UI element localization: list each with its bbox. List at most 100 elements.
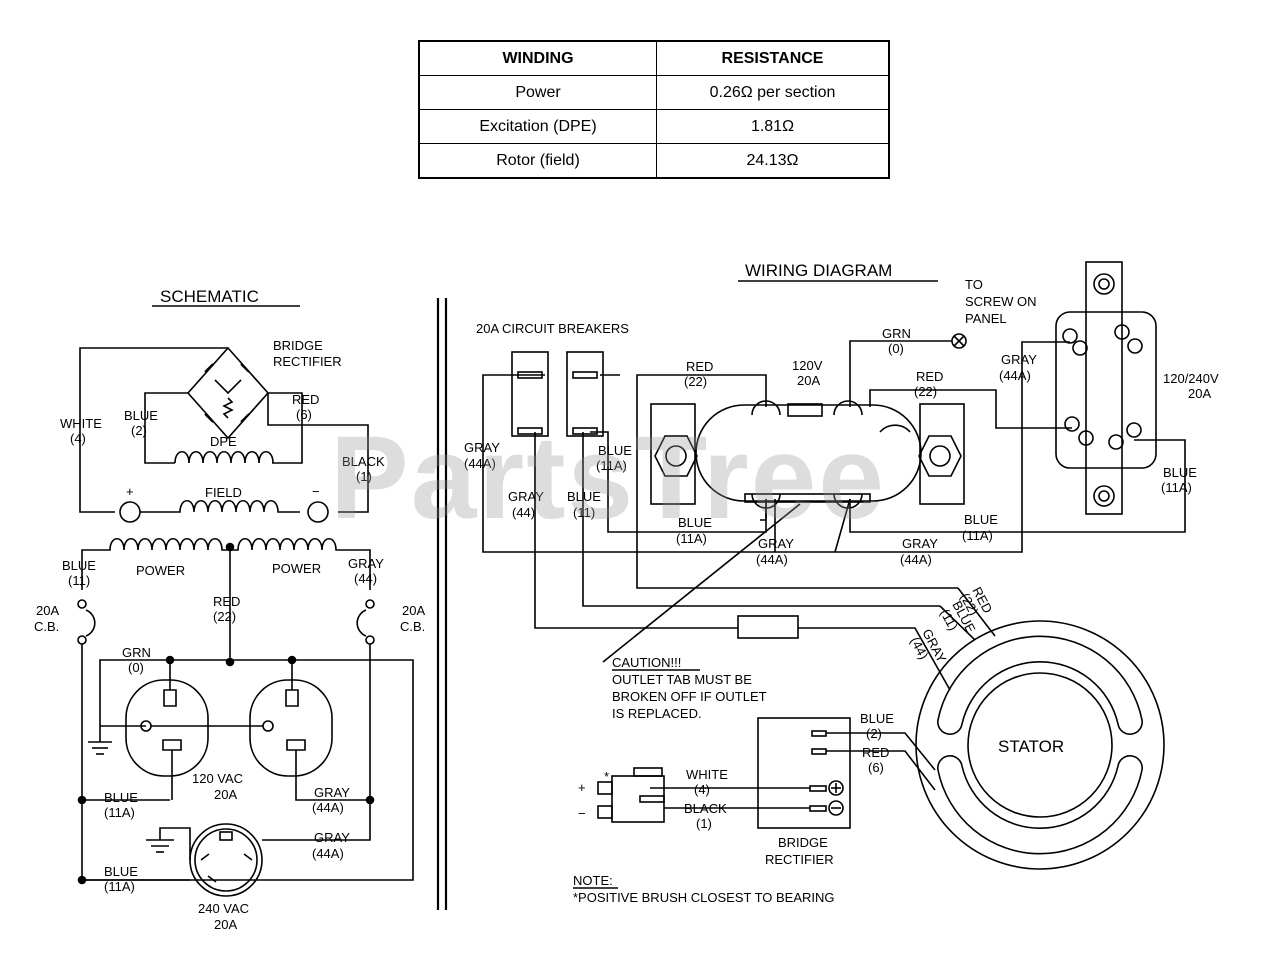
- breakers-label: 20A CIRCUIT BREAKERS: [476, 321, 629, 336]
- wire: [295, 750, 300, 801]
- note-text: *POSITIVE BRUSH CLOSEST TO BEARING: [573, 890, 835, 905]
- red-wire-label: RED: [862, 745, 889, 760]
- wire: [354, 549, 371, 590]
- blue-wire-label: (11A): [676, 531, 707, 546]
- wire: [760, 499, 767, 521]
- plus-sign: +: [126, 484, 134, 499]
- outlet-rating-label: 20A: [1188, 386, 1211, 401]
- bridge-rectifier-box: [757, 717, 851, 829]
- star-mark: *: [604, 769, 609, 784]
- field-label: FIELD: [205, 485, 242, 500]
- blue-wire-label: BLUE: [964, 512, 998, 527]
- duplex-outlet-120v: [650, 400, 965, 509]
- white-wire-label: WHITE: [60, 416, 102, 431]
- circuit-breaker-2: [566, 351, 604, 437]
- blue-wire-label: BLUE: [860, 711, 894, 726]
- blue-wire-label: BLUE: [678, 515, 712, 530]
- cb-label: 20A: [402, 603, 425, 618]
- blue-wire-label: BLUE: [1163, 465, 1197, 480]
- cb-label: C.B.: [400, 619, 425, 634]
- wiring-title: WIRING DIAGRAM: [745, 261, 892, 280]
- blue-wire-label: BLUE: [104, 790, 138, 805]
- circuit-breaker-left: [77, 599, 96, 645]
- note-title: NOTE:: [573, 873, 613, 888]
- black-wire-label: BLACK: [342, 454, 385, 469]
- wire: [267, 393, 369, 513]
- outlet-120v-left: [125, 660, 209, 777]
- table-cell: Excitation (DPE): [418, 109, 657, 144]
- wire: [939, 605, 976, 641]
- blue-wire-label: BLUE: [104, 864, 138, 879]
- wire: [534, 432, 738, 629]
- outlet-240v: [189, 823, 263, 897]
- caution-label: CAUTION!!!: [612, 655, 681, 670]
- minus-sign: −: [312, 484, 320, 499]
- gray-wire-label: (44): [512, 505, 535, 520]
- red-wire-label: (6): [296, 407, 312, 422]
- winding-resistance-table: WINDING RESISTANCE Power 0.26Ω per secti…: [418, 40, 890, 179]
- gray-wire-label: (44A): [900, 552, 932, 567]
- wire: [159, 827, 191, 860]
- caution-text: OUTLET TAB MUST BE: [612, 672, 752, 687]
- wire: [849, 340, 952, 407]
- red-wire-label: (6): [868, 760, 884, 775]
- table-row: Power 0.26Ω per section: [418, 75, 890, 110]
- dpe-coil: [174, 450, 274, 464]
- wire: [590, 431, 767, 533]
- wiring-section: WIRING DIAGRAM 20A CIRCUIT BREAKERS: [464, 261, 1219, 905]
- red-wire-label: RED: [686, 359, 713, 374]
- blue-wire-label: (11A): [1161, 480, 1192, 495]
- white-wire-label: WHITE: [686, 767, 728, 782]
- wire: [268, 392, 303, 464]
- gray-wire-label: GRAY: [464, 440, 500, 455]
- wire: [957, 587, 996, 637]
- bridge-rectifier-label: BRIDGE: [273, 338, 323, 353]
- grn-label: (0): [128, 660, 144, 675]
- gray-wire-label: (44A): [464, 456, 496, 471]
- power-coil-right: [230, 537, 354, 551]
- grn-label: (0): [888, 341, 904, 356]
- wire: [636, 374, 958, 589]
- schematic-title: SCHEMATIC: [160, 287, 259, 306]
- stator-label: STATOR: [998, 737, 1064, 756]
- power-label: POWER: [272, 561, 321, 576]
- to-screw-label: SCREW ON: [965, 294, 1037, 309]
- wire: [869, 389, 1072, 429]
- blue-wire-label: (11A): [104, 879, 135, 894]
- junction-dot: [365, 795, 375, 805]
- table-cell: Rotor (field): [418, 143, 657, 179]
- black-wire-label: (1): [696, 816, 712, 831]
- blue-wire-label: BLUE: [124, 408, 158, 423]
- wire: [834, 498, 851, 553]
- black-wire-label: BLACK: [684, 801, 727, 816]
- red-wire-label: RED: [213, 594, 240, 609]
- outlet-120v-right: [249, 660, 333, 777]
- wire: [81, 644, 414, 881]
- minus-sign: −: [578, 806, 586, 821]
- gray-wire-label: GRAY: [1001, 352, 1037, 367]
- to-screw-label: PANEL: [965, 311, 1007, 326]
- table-header: RESISTANCE: [656, 40, 890, 76]
- field-coil: [140, 499, 300, 513]
- ground-icon: [146, 839, 174, 853]
- wire: [144, 392, 188, 464]
- power-coil-left: [105, 537, 230, 551]
- table-header-row: WINDING RESISTANCE: [418, 40, 890, 76]
- bridge-label: BRIDGE: [778, 835, 828, 850]
- stator-symbol: [915, 620, 1165, 870]
- bridge-rectifier-label: RECTIFIER: [273, 354, 342, 369]
- brush-minus: [307, 501, 329, 523]
- blue-wire-label: (11): [573, 505, 595, 520]
- grn-label: GRN: [882, 326, 911, 341]
- wire: [849, 439, 1186, 533]
- circuit-breaker-right: [356, 599, 375, 645]
- cb-label: C.B.: [34, 619, 59, 634]
- schematic-section: SCHEMATIC BRIDGE RECTIFIER DPE + − FIELD…: [34, 287, 425, 932]
- red-wire-label: RED: [916, 369, 943, 384]
- gray-wire-label: GRAY: [758, 536, 794, 551]
- gray-wire-label: (44A): [312, 800, 344, 815]
- gray-wire-label: GRAY: [508, 489, 544, 504]
- to-screw-label: TO: [965, 277, 983, 292]
- plus-sign: +: [578, 780, 586, 795]
